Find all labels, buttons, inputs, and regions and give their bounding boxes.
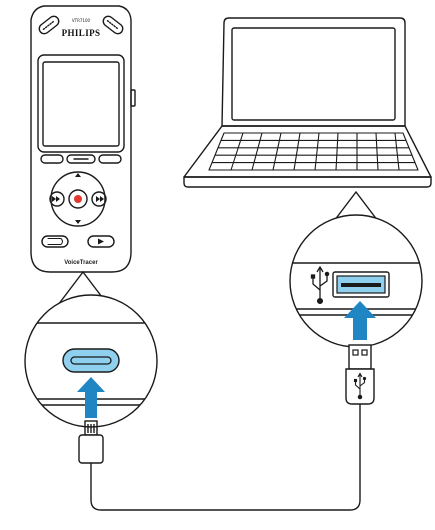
recorder-screen-bezel — [37, 54, 125, 153]
forward-button[interactable] — [91, 191, 107, 207]
laptop — [183, 17, 432, 188]
left-soft-key[interactable] — [40, 154, 64, 164]
recorder-callout-pointer — [57, 270, 109, 306]
rewind-icon — [52, 196, 60, 202]
menu-button[interactable] — [66, 154, 96, 164]
right-soft-key[interactable] — [98, 154, 122, 164]
insert-arrow-left — [77, 377, 105, 418]
left-microphone-icon — [38, 15, 60, 35]
usb-a-plug-icon — [345, 344, 375, 405]
laptop-base — [183, 125, 432, 178]
down-arrow-icon — [75, 220, 81, 224]
laptop-port-callout — [289, 214, 423, 348]
laptop-callout-pointer — [330, 190, 382, 226]
right-microphone-icon — [102, 15, 124, 35]
stop-button[interactable] — [41, 235, 69, 248]
plug-usb-symbol-icon — [353, 372, 367, 400]
insert-arrow-right — [344, 301, 376, 340]
fast-forward-icon — [96, 196, 104, 202]
laptop-lid — [221, 17, 406, 127]
side-switch — [130, 89, 136, 107]
product-logo: VoiceTracer — [64, 260, 98, 266]
usb-c-port-icon — [62, 348, 120, 373]
laptop-keyboard — [208, 132, 419, 171]
laptop-base-front — [183, 176, 432, 188]
model-label: VTR7100 — [72, 18, 91, 23]
navigation-ring[interactable] — [50, 171, 106, 227]
usb-c-plug-icon — [78, 420, 104, 464]
recorder-body — [30, 5, 132, 273]
record-button[interactable] — [68, 189, 88, 209]
recorder-screen — [42, 61, 120, 147]
recorder-port-callout — [24, 294, 158, 428]
play-icon — [98, 238, 104, 245]
laptop-screen — [231, 27, 396, 121]
rewind-button[interactable] — [49, 191, 65, 207]
play-button[interactable] — [87, 235, 115, 248]
stop-icon — [47, 238, 63, 245]
usb-symbol-icon — [310, 265, 330, 305]
up-arrow-icon — [75, 173, 81, 177]
voice-recorder — [30, 5, 136, 273]
usb-cable — [90, 404, 361, 511]
brand-logo: PHILIPS — [62, 28, 101, 38]
record-icon — [74, 195, 82, 203]
